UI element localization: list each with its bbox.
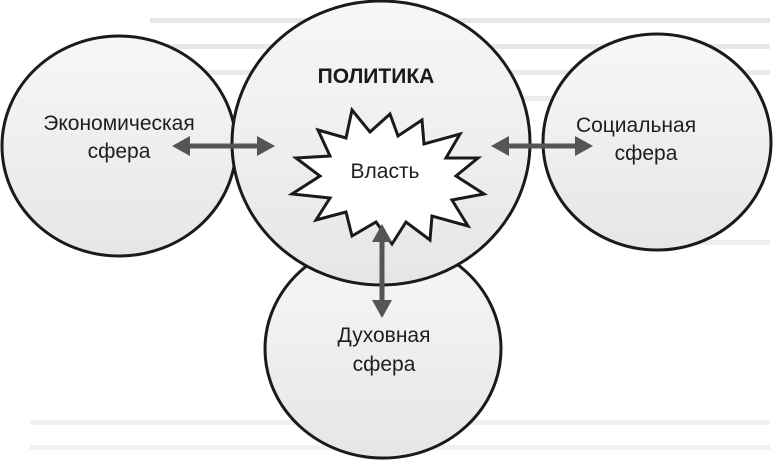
arrow-head-left xyxy=(172,136,190,156)
spiritual-sphere-label-line2: сфера xyxy=(353,353,416,376)
arrow-politics-social xyxy=(491,136,593,156)
arrow-politics-spiritual xyxy=(372,224,392,318)
arrow-head-left xyxy=(491,136,509,156)
arrow-head-right xyxy=(257,136,275,156)
spiritual-sphere-label-line1: Духовная xyxy=(338,324,431,347)
economic-sphere-label-line2: сфера xyxy=(88,140,151,163)
arrow-head-down xyxy=(372,300,392,318)
power-starburst xyxy=(287,106,488,247)
arrow-head-right xyxy=(575,136,593,156)
economic-sphere-label-line1: Экономическая xyxy=(43,112,194,135)
social-sphere-label-line1: Социальная xyxy=(576,114,696,137)
social-sphere-ellipse xyxy=(541,32,773,252)
arrow-economic-politics xyxy=(172,136,275,156)
arrow-head-up xyxy=(372,224,392,242)
power-label: Власть xyxy=(351,160,420,183)
social-sphere-label-line2: сфера xyxy=(615,142,678,165)
politics-title: ПОЛИТИКА xyxy=(318,65,435,88)
texture-line xyxy=(150,18,770,23)
